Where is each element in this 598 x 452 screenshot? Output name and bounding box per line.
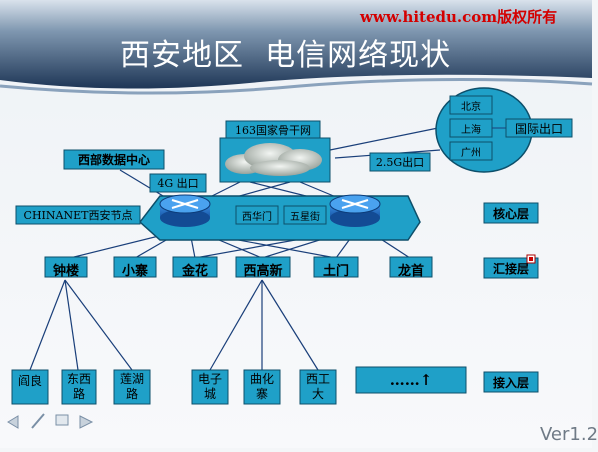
city-box-guangzhou (449, 141, 493, 161)
layer-core-label: 核心层 (492, 207, 529, 221)
core-site-box (283, 205, 327, 225)
backbone-label-box (225, 120, 321, 139)
watermark: www.hitedu.com版权所有 (360, 8, 558, 26)
page-title: 西安地区 电信网络现状 (120, 38, 452, 73)
intl-exit-label: 国际出口 (514, 122, 563, 136)
chinanet-label: CHINANET西安节点 (23, 209, 133, 222)
backbone-cloud (219, 137, 331, 183)
layer-core-box (483, 202, 539, 224)
layer-access-box (483, 371, 539, 393)
city-shanghai: 上海 (461, 125, 481, 136)
backbone-label: 163国家骨干网 (235, 124, 311, 137)
intl-exit-box (505, 118, 573, 138)
west-dc-box (63, 149, 165, 170)
agg-node-xiaozhai: 小寨 (121, 264, 148, 279)
intl-link-box (369, 152, 431, 172)
layer-access-label: 接入层 (492, 376, 529, 390)
agg-node-jinhua: 金花 (181, 264, 208, 279)
agg-node-box (44, 256, 88, 278)
agg-node-box (389, 256, 433, 278)
router-icon (329, 194, 381, 227)
router-icon (159, 194, 211, 227)
slide-toolbar[interactable] (7, 413, 94, 429)
city-beijing: 北京 (461, 102, 481, 113)
city-box-beijing (449, 95, 493, 115)
more-nodes-label: ……↑ (389, 371, 433, 389)
access-node-box (61, 369, 97, 405)
core-site-wuxingjie: 五星街 (290, 212, 320, 223)
version-label: Ver1.2 (540, 424, 598, 445)
agg-node-box (313, 256, 359, 278)
more-nodes-box (355, 366, 467, 394)
acc-node-yanliang: 阎良 (17, 374, 42, 388)
agg-node-zhonglou: 钟楼 (52, 264, 79, 279)
west-dc-link-label: 4G 出口 (157, 177, 199, 190)
layer-aggregation-box (483, 257, 539, 279)
west-dc-label: 西部数据中心 (77, 153, 150, 167)
intl-link-label: 2.5G出口 (375, 156, 425, 169)
acc-node-lianhulu: 莲湖路 (119, 372, 144, 401)
agg-node-box (113, 256, 157, 278)
access-node-box (191, 369, 229, 405)
layer-aggregation-label: 汇接层 (492, 262, 529, 276)
city-guangzhou: 广州 (461, 148, 481, 159)
acc-node-xigongda: 西工大 (305, 372, 330, 401)
acc-node-dongxilu: 东西路 (66, 372, 91, 401)
core-site-xihuamen: 西华门 (242, 212, 272, 223)
core-site-box (235, 205, 279, 225)
access-node-box (11, 369, 49, 405)
chinanet-box (15, 205, 141, 225)
marker-dot (529, 257, 533, 261)
acc-node-quhuazhai: 曲化寨 (249, 372, 274, 401)
agg-node-longshou: 龙首 (397, 264, 424, 279)
agg-node-box (172, 256, 218, 278)
access-node-box (113, 369, 151, 405)
access-node-box (243, 369, 281, 405)
west-dc-link-box (149, 173, 207, 193)
access-node-box (299, 369, 337, 405)
acc-node-dianzicheng: 电子城 (197, 372, 222, 401)
agg-node-xigaoxin: 西高新 (243, 264, 283, 279)
agg-node-tumen: 土门 (322, 264, 349, 279)
agg-node-box (235, 256, 291, 278)
